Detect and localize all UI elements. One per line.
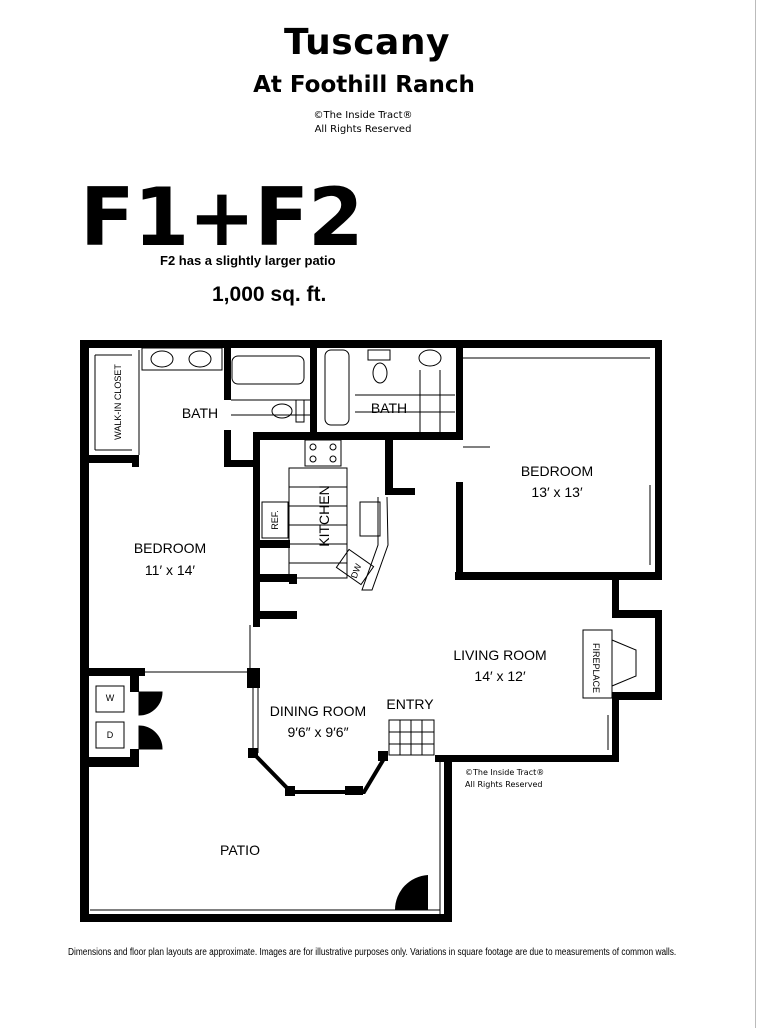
thin-lines [85, 350, 651, 914]
disclaimer-footer: Dimensions and floor plan layouts are ap… [68, 947, 677, 958]
kitchen-sink-icon [359, 501, 381, 537]
bathtub-icon [324, 349, 350, 426]
room-label-living-room: LIVING ROOM [453, 647, 546, 663]
sink-icon [150, 350, 174, 368]
room-label-entry: ENTRY [386, 696, 434, 712]
entry-tile [388, 719, 435, 756]
label-dryer: D [107, 730, 114, 740]
copyright-line-2: All Rights Reserved [314, 124, 412, 135]
square-footage: 1,000 sq. ft. [212, 283, 327, 306]
room-label-bath-2: BATH [371, 400, 407, 416]
copyright-line-1: ©The Inside Tract® [313, 110, 413, 121]
community-subtitle: At Foothill Ranch [253, 72, 475, 98]
fireplace [582, 629, 637, 699]
sink-icon [418, 349, 442, 367]
plan-name: F1+F2 [80, 171, 364, 264]
room-label-dining-room: DINING ROOM [270, 703, 366, 719]
room-label-bedroom-1: BEDROOM [134, 540, 206, 556]
room-label-bath-1: BATH [182, 405, 218, 421]
room-label-bedroom-2: BEDROOM [521, 463, 593, 479]
label-ref: REF. [270, 510, 280, 530]
page-edge-line [755, 0, 756, 1028]
label-dw: DW [349, 562, 364, 580]
plan-copyright-line-1: ©The Inside Tract® [465, 768, 544, 777]
bathtub-icon [231, 355, 305, 385]
kitchen-fixtures [261, 439, 389, 591]
dishwasher-icon [335, 548, 375, 586]
room-label-walk-in-closet: WALK-IN CLOSET [113, 364, 123, 440]
room-size-dining-room: 9′6″ x 9′6″ [287, 724, 348, 740]
dryer-icon [95, 721, 125, 749]
refrigerator-icon [261, 501, 289, 539]
room-size-bedroom-2: 13′ x 13′ [531, 484, 583, 500]
plan-note: F2 has a slightly larger patio [160, 253, 336, 268]
label-fireplace: FIREPLACE [591, 643, 601, 693]
bath-fixtures [141, 347, 455, 432]
stove-icon [304, 439, 342, 467]
room-size-bedroom-1: 11′ x 14′ [145, 562, 196, 578]
dining-bay-window [248, 748, 388, 796]
sink-icon [188, 350, 212, 368]
plan-copyright-line-2: All Rights Reserved [465, 780, 542, 789]
room-size-living-room: 14′ x 12′ [474, 668, 526, 684]
washer-icon [95, 685, 125, 713]
label-washer: W [106, 693, 115, 703]
community-title: Tuscany [284, 22, 450, 63]
toilet-icon [372, 362, 388, 384]
walls [80, 340, 662, 922]
room-label-patio: PATIO [220, 842, 260, 858]
room-label-kitchen: KITCHEN [316, 485, 332, 546]
toilet-icon [271, 403, 293, 419]
laundry [95, 685, 163, 750]
patio-gate-icon [394, 875, 428, 910]
